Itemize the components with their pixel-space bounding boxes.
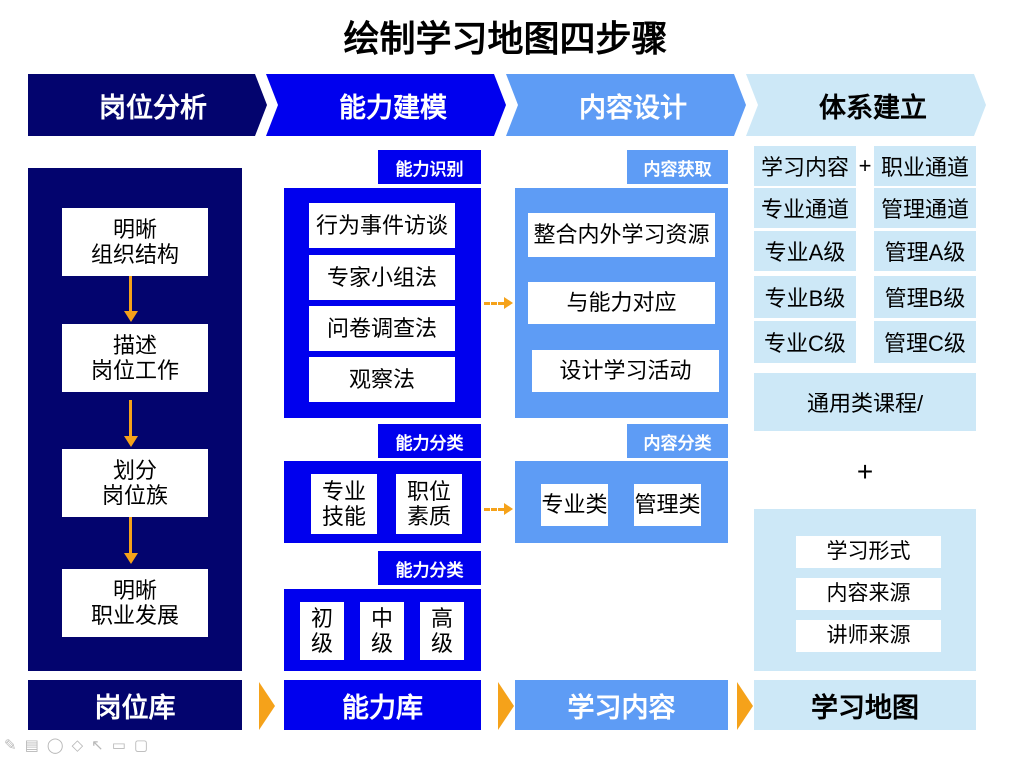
flow-arrow-icon	[124, 311, 138, 322]
zoom-icon[interactable]: ▢	[133, 737, 149, 754]
camera-icon[interactable]: ▭	[111, 737, 126, 754]
professional-channel: 专业通道	[754, 188, 856, 228]
career-development-box: 明晰 职业发展	[62, 569, 208, 637]
job-family-box: 划分 岗位族	[62, 449, 208, 517]
learning-map: 学习地图	[754, 680, 976, 730]
method-expert-panel: 专家小组法	[309, 255, 455, 300]
content-acquire-label: 内容获取	[627, 150, 728, 184]
flow-line	[129, 276, 132, 311]
design-activities-box: 设计学习活动	[532, 350, 719, 392]
step-chevron-3	[506, 74, 746, 136]
pointer-icon[interactable]: ↖	[91, 737, 104, 754]
dashed-connector	[484, 302, 504, 305]
step-chevron-1	[28, 74, 267, 136]
career-channel-box: 职业通道	[874, 146, 976, 186]
step-chevrons	[28, 74, 986, 136]
type-management: 管理类	[634, 484, 701, 526]
flow-arrow-icon	[124, 553, 138, 564]
learning-form-box: 学习形式	[796, 536, 941, 568]
method-bei: 行为事件访谈	[309, 203, 455, 248]
integrate-resources-box: 整合内外学习资源	[528, 213, 715, 257]
method-questionnaire: 问卷调查法	[309, 306, 455, 351]
plus-sign: +	[858, 153, 872, 178]
method-observation: 观察法	[309, 357, 455, 402]
professional-level-b: 专业B级	[754, 276, 856, 318]
page-title: 绘制学习地图四步骤	[343, 18, 668, 59]
step-chevron-2	[266, 74, 506, 136]
type-position-quality: 职位 素质	[396, 474, 462, 534]
step-4-label: 体系建立	[819, 92, 927, 123]
flow-arrow-icon	[124, 436, 138, 447]
ability-category-label: 能力分类	[378, 424, 481, 458]
management-channel: 管理通道	[874, 188, 976, 228]
learning-content-library: 学习内容	[515, 680, 728, 730]
footer-arrow-icon	[737, 682, 753, 730]
lecturer-source-box: 讲师来源	[796, 620, 941, 652]
management-level-c: 管理C级	[874, 321, 976, 363]
management-level-b: 管理B级	[874, 276, 976, 318]
match-ability-box: 与能力对应	[528, 282, 715, 324]
dashed-connector	[484, 508, 504, 511]
job-description-box: 描述 岗位工作	[62, 324, 208, 392]
slides-icon[interactable]: ▤	[24, 737, 39, 754]
plus-sign-2: +	[856, 456, 874, 487]
pen-icon[interactable]: ✎	[4, 737, 17, 754]
flow-line	[129, 517, 132, 553]
general-course-box: 通用类课程/	[754, 373, 976, 431]
connector-arrow-icon	[504, 503, 513, 515]
ability-library: 能力库	[284, 680, 481, 730]
job-library: 岗位库	[28, 680, 242, 730]
flow-line	[129, 400, 132, 436]
ability-identify-label: 能力识别	[378, 150, 481, 184]
footer-arrow-icon	[498, 682, 514, 730]
type-professional: 专业类	[541, 484, 608, 526]
management-level-a: 管理A级	[874, 231, 976, 271]
footer-arrow-icon	[259, 682, 275, 730]
org-structure-box: 明晰 组织结构	[62, 208, 208, 276]
level-middle: 中 级	[360, 602, 404, 660]
lasso-icon[interactable]: ◯	[46, 737, 64, 754]
step-chevron-4	[746, 74, 986, 136]
professional-level-a: 专业A级	[754, 231, 856, 271]
content-category-label: 内容分类	[627, 424, 728, 458]
step-3-label: 内容设计	[579, 92, 687, 123]
eraser-icon[interactable]: ◇	[71, 737, 84, 754]
ability-level-label: 能力分类	[378, 551, 481, 585]
learning-content-box: 学习内容	[754, 146, 856, 186]
content-source-box: 内容来源	[796, 578, 941, 610]
professional-level-c: 专业C级	[754, 321, 856, 363]
type-professional-skill: 专业 技能	[311, 474, 377, 534]
level-junior: 初 级	[300, 602, 344, 660]
step-2-label: 能力建模	[339, 92, 447, 123]
level-senior: 高 级	[420, 602, 464, 660]
connector-arrow-icon	[504, 297, 513, 309]
slide-toolbar: ✎ ▤ ◯ ◇ ↖ ▭ ▢	[4, 733, 148, 757]
step-1-label: 岗位分析	[99, 92, 207, 123]
